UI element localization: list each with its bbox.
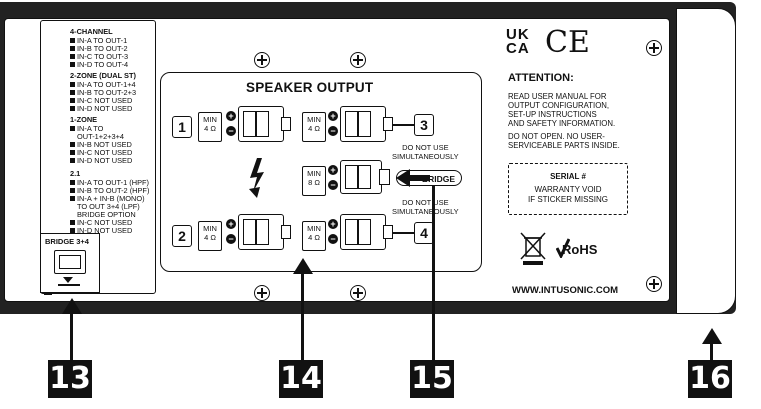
mode-item: IN-A TO OUT-1 [70,36,127,45]
mode-item: IN-B TO OUT-2 (HPF) [70,186,149,195]
panel-side-bracket [676,8,736,314]
switch-bar [58,284,80,286]
minus-icon: − [226,234,236,244]
rohs-mark: RoHS [562,242,598,257]
mode-item: IN-A TO OUT-1 (HPF) [70,178,149,187]
mode-item: IN-B NOT USED [70,140,132,149]
switch-marker [44,293,52,295]
minus-icon: − [328,126,338,136]
callout-13-arrow [70,310,73,360]
plus-icon: + [328,219,338,229]
screw-icon [350,285,366,301]
attention-title: ATTENTION: [508,72,574,84]
minus-icon: − [328,180,338,190]
mode-item: IN-D NOT USED [70,104,132,113]
mode-item: IN-D TO OUT-4 [70,60,128,69]
screw-icon [254,285,270,301]
mode-heading-4ch: 4-CHANNEL [70,27,113,36]
minus-icon: − [226,126,236,136]
speaker-output-title: SPEAKER OUTPUT [246,80,374,95]
bridge-terminal[interactable] [340,160,390,194]
channel-4-label: 4 [414,222,434,244]
mode-item: IN-D NOT USED [70,226,132,235]
lightning-bolt-icon [249,158,264,198]
callout-13: 13 [48,360,92,398]
mode-item: IN-C NOT USED [70,96,132,105]
leader-line [392,124,414,126]
mode-item: TO OUT 3+4 (LPF) [77,202,140,211]
plus-icon: + [328,111,338,121]
arrow-up-icon [293,258,313,274]
speaker-terminal-3[interactable] [340,106,393,142]
weee-bin-icon [520,232,546,265]
website-url[interactable]: WWW.INTUSONIC.COM [512,285,619,296]
minus-icon: − [328,234,338,244]
ce-mark: CE [545,25,590,60]
mode-item: IN-A TO [70,124,103,133]
mode-item: IN-C NOT USED [70,218,132,227]
plus-icon: + [328,165,338,175]
channel-3-label: 3 [414,114,434,136]
mode-item: IN-A TO OUT-1+4 [70,80,136,89]
mode-heading-1zone: 1-ZONE [70,115,98,124]
speaker-terminal-2[interactable] [238,214,291,250]
screw-icon [646,276,662,292]
mode-item: IN-B TO OUT-2 [70,44,128,53]
mode-item: OUT-1+2+3+4 [77,132,125,141]
callout-16: 16 [688,360,732,398]
bridge-switch[interactable] [54,250,86,274]
mode-item: IN-A + IN-B (MONO) [70,194,145,203]
callout-14: 14 [279,360,323,398]
speaker-terminal-1[interactable] [238,106,291,142]
callout-16-arrow [710,340,713,360]
attention-warning: DO NOT OPEN. NO USER-SERVICEABLE PARTS I… [508,132,620,150]
mode-item: IN-C NOT USED [70,148,132,157]
plus-icon: + [226,219,236,229]
bridge-switch-label: BRIDGE 3+4 [45,237,89,246]
screw-icon [350,52,366,68]
speaker-terminal-4[interactable] [340,214,393,250]
screw-icon [254,52,270,68]
mode-item: IN-B TO OUT-2+3 [70,88,136,97]
mode-heading-2zone: 2-ZONE (DUAL ST) [70,71,136,80]
arrow-up-icon [62,298,82,314]
callout-15: 15 [410,360,454,398]
leader-line [392,232,414,234]
callout-14-arrow [301,270,304,360]
switch-down-icon [63,277,73,283]
channel-1-label: 1 [172,116,192,138]
channel-2-label: 2 [172,225,192,247]
serial-title: SERIAL # [550,172,586,181]
mode-heading-2-1: 2.1 [70,169,81,178]
arrow-up-icon [702,328,722,344]
screw-icon [646,40,662,56]
mode-item: IN-D NOT USED [70,156,132,165]
mode-item: IN-C TO OUT-3 [70,52,128,61]
check-icon [556,238,570,258]
callout-15-arrow [432,186,435,360]
plus-icon: + [226,111,236,121]
bridge-arrow-icon [396,169,430,187]
mode-item: BRIDGE OPTION [77,210,136,219]
